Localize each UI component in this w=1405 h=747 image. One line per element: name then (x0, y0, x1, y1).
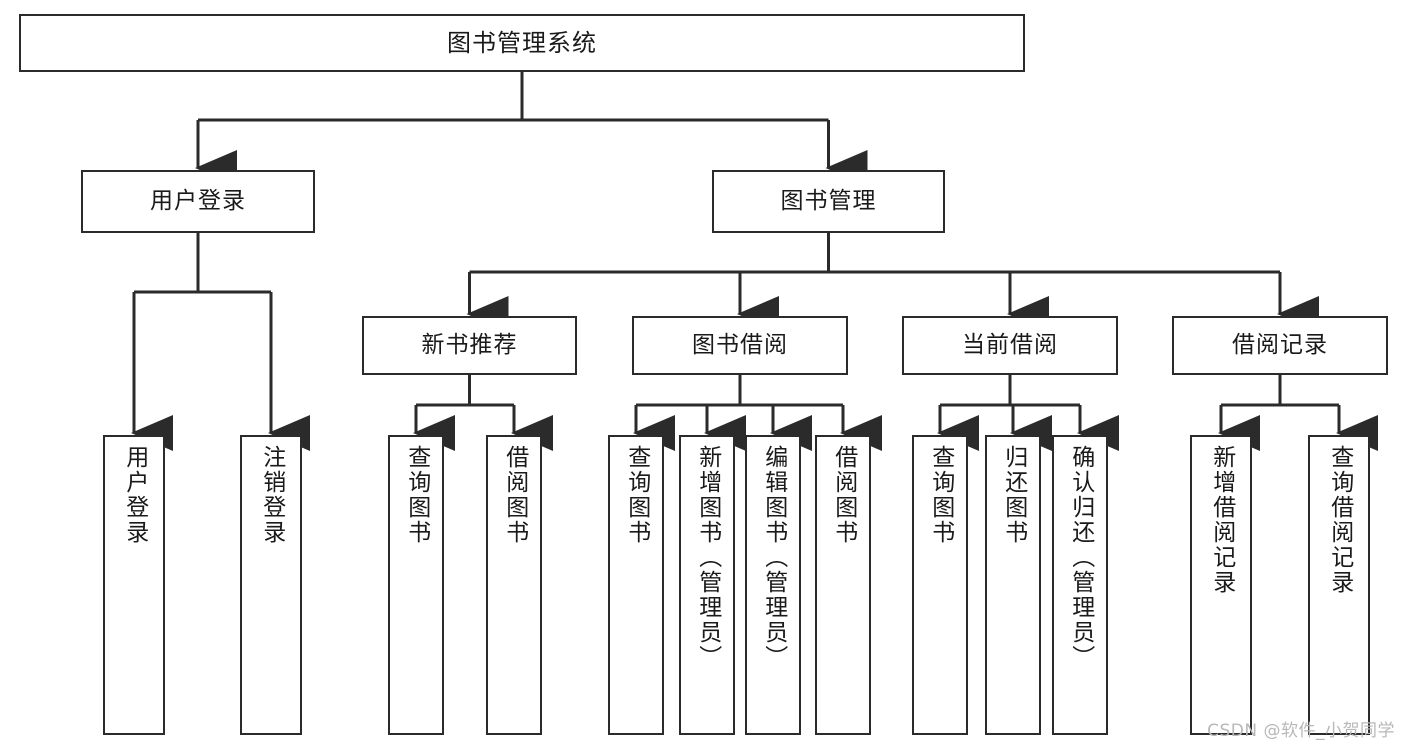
leaf-add-record[interactable]: 新增借阅记录 (1190, 435, 1252, 735)
leaf-query-book-1[interactable]: 查询图书 (388, 435, 444, 735)
node-label: 查询图书 (927, 445, 954, 545)
leaf-confirm-return[interactable]: 确认归还（管理员） (1052, 435, 1108, 735)
node-label: 新增图书（管理员） (694, 445, 721, 670)
node-user-login[interactable]: 用户登录 (81, 170, 315, 233)
node-label: 查询图书 (403, 445, 430, 545)
node-current-borrow[interactable]: 当前借阅 (902, 316, 1118, 375)
leaf-edit-book[interactable]: 编辑图书（管理员） (745, 435, 801, 735)
node-label: 图书借阅 (692, 331, 788, 358)
node-label: 新增借阅记录 (1208, 445, 1235, 595)
leaf-query-record[interactable]: 查询借阅记录 (1308, 435, 1370, 735)
node-label: 注销登录 (258, 445, 285, 545)
node-label: 用户登录 (121, 445, 148, 545)
node-label: 查询借阅记录 (1326, 445, 1353, 595)
node-root[interactable]: 图书管理系统 (19, 14, 1025, 72)
leaf-borrow-book-1[interactable]: 借阅图书 (486, 435, 542, 735)
node-book-manage[interactable]: 图书管理 (712, 170, 945, 233)
node-book-borrow[interactable]: 图书借阅 (632, 316, 848, 375)
leaf-query-book-2[interactable]: 查询图书 (608, 435, 664, 735)
node-label: 编辑图书（管理员） (760, 445, 787, 670)
watermark: CSDN @软件_小贺同学 (1207, 721, 1395, 741)
node-label: 用户登录 (150, 187, 246, 214)
leaf-user-login[interactable]: 用户登录 (103, 435, 165, 735)
node-borrow-record[interactable]: 借阅记录 (1172, 316, 1388, 375)
leaf-logout[interactable]: 注销登录 (240, 435, 302, 735)
node-label: 当前借阅 (962, 331, 1058, 358)
node-label: 借阅记录 (1232, 331, 1328, 358)
node-label: 确认归还（管理员） (1067, 445, 1094, 670)
leaf-borrow-book-2[interactable]: 借阅图书 (815, 435, 871, 735)
node-label: 借阅图书 (501, 445, 528, 545)
leaf-add-book[interactable]: 新增图书（管理员） (679, 435, 735, 735)
node-label: 查询图书 (623, 445, 650, 545)
node-label: 借阅图书 (830, 445, 857, 545)
node-label: 新书推荐 (421, 331, 518, 358)
leaf-query-book-3[interactable]: 查询图书 (912, 435, 968, 735)
node-label: 归还图书 (1000, 445, 1027, 545)
node-label: 图书管理 (780, 187, 877, 214)
node-label: 图书管理系统 (447, 28, 597, 57)
leaf-return-book[interactable]: 归还图书 (985, 435, 1041, 735)
node-new-book-rec[interactable]: 新书推荐 (362, 316, 577, 375)
